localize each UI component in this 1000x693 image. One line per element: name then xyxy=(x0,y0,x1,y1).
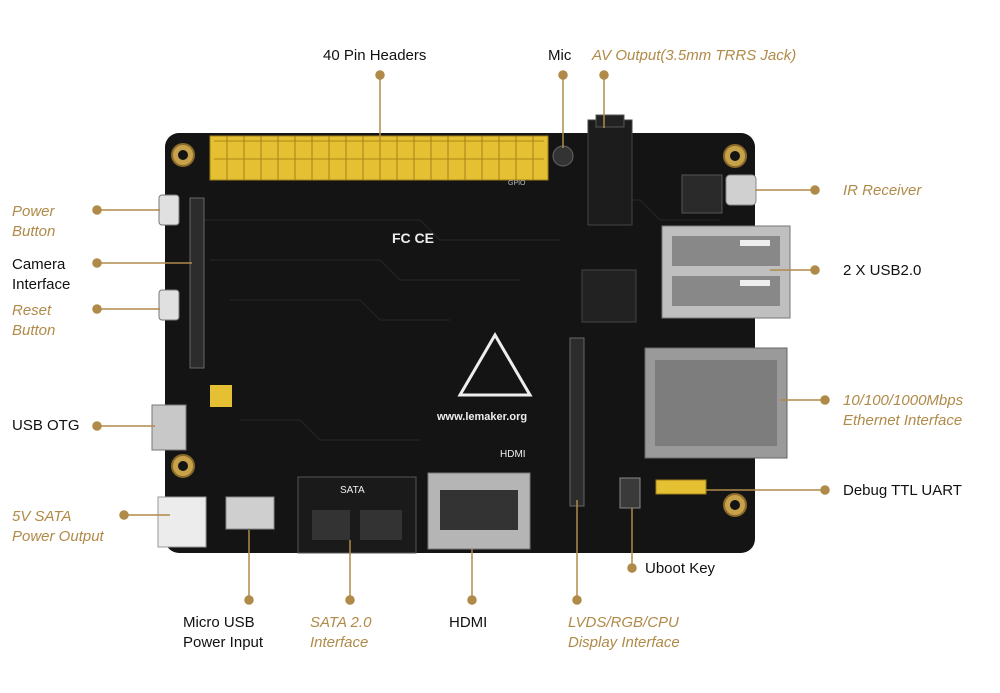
label-ethernet-line2: Ethernet Interface xyxy=(843,412,963,429)
silk-website: www.lemaker.org xyxy=(436,411,527,423)
uart-header-component xyxy=(655,479,707,495)
hdmi-connector-component xyxy=(427,472,531,550)
reset-button-component xyxy=(158,289,180,321)
label-reset-button: Reset Button xyxy=(12,301,55,341)
label-reset-line1: Reset xyxy=(12,302,52,319)
label-5v-sata-power: 5V SATA Power Output xyxy=(12,507,104,547)
label-power-button-line1: Power xyxy=(12,203,55,220)
power-button-component xyxy=(158,194,180,226)
label-reset-line2: Button xyxy=(12,322,56,339)
label-mic: Mic xyxy=(548,47,572,64)
label-camera-line2: Interface xyxy=(12,276,71,293)
label-debug-uart: Debug TTL UART xyxy=(843,482,962,499)
display-connector-component xyxy=(569,337,585,507)
label-uboot-key: Uboot Key xyxy=(645,560,716,577)
label-sata-power-line2: Power Output xyxy=(12,528,104,545)
label-lvds-line1: LVDS/RGB/CPU xyxy=(568,614,679,631)
mic-component xyxy=(552,145,574,167)
av-jack-component xyxy=(587,119,633,226)
silk-hdmi: HDMI xyxy=(500,449,526,460)
camera-connector-component xyxy=(189,197,205,369)
pcb-board xyxy=(165,133,755,553)
sata-power-component xyxy=(157,496,207,548)
pin-header-component xyxy=(209,135,549,181)
uboot-key-component xyxy=(619,477,641,509)
silk-sata: SATA xyxy=(340,485,365,496)
label-av-output: AV Output(3.5mm TRRS Jack) xyxy=(592,47,797,64)
label-sata-power-line1: 5V SATA xyxy=(12,508,72,525)
label-40-pin-headers: 40 Pin Headers xyxy=(323,47,427,64)
micro-usb-component xyxy=(225,496,275,530)
label-camera-line1: Camera xyxy=(12,256,66,273)
label-usb-otg: USB OTG xyxy=(12,417,80,434)
silk-fcc-ce: FC CE xyxy=(392,230,434,246)
ethernet-port-component xyxy=(644,347,788,459)
label-ir-receiver: IR Receiver xyxy=(843,182,922,199)
label-ethernet: 10/100/1000Mbps Ethernet Interface xyxy=(843,391,963,431)
label-sata-line2: Interface xyxy=(310,634,369,651)
label-power-button-line2: Button xyxy=(12,223,56,240)
label-sata-line1: SATA 2.0 xyxy=(310,614,372,631)
label-power-button: Power Button xyxy=(12,202,55,242)
label-sata: SATA 2.0 Interface xyxy=(310,613,371,653)
label-lvds-line2: Display Interface xyxy=(568,634,680,651)
label-micro-usb: Micro USB Power Input xyxy=(183,613,263,653)
silk-gpio: GPIO xyxy=(508,180,526,187)
sata-connector-component xyxy=(297,476,417,554)
usb2-port-component xyxy=(661,225,791,319)
label-camera-interface: Camera Interface xyxy=(12,255,70,295)
label-micro-usb-line2: Power Input xyxy=(183,634,264,651)
label-usb2: 2 X USB2.0 xyxy=(843,262,922,279)
label-hdmi: HDMI xyxy=(449,614,488,631)
usb-otg-component xyxy=(151,404,187,451)
label-micro-usb-line1: Micro USB xyxy=(183,614,255,631)
label-ethernet-line1: 10/100/1000Mbps xyxy=(843,392,964,409)
label-lvds: LVDS/RGB/CPU Display Interface xyxy=(568,613,680,653)
lemaker-logo xyxy=(457,332,533,397)
ir-receiver-component xyxy=(725,174,757,206)
